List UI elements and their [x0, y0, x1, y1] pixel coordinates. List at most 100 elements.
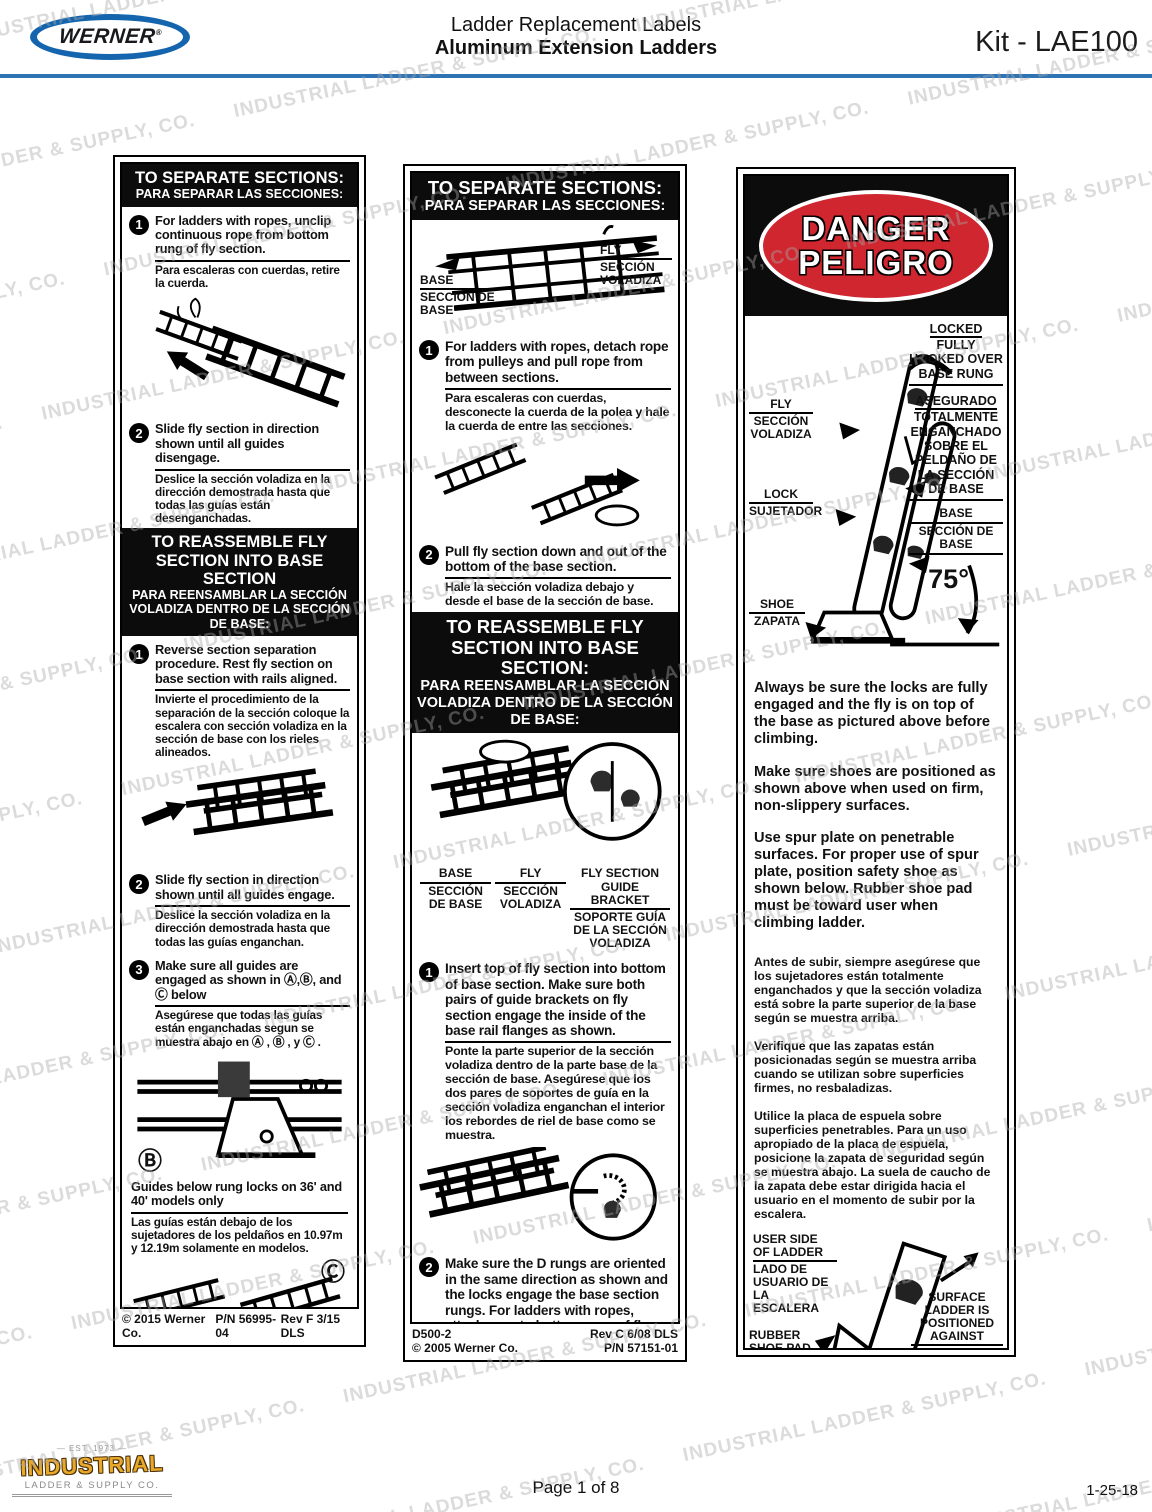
- step-item: 3 Make sure all guides are engaged as sh…: [129, 957, 350, 1049]
- industrial-ladder-logo: — EST. 1973 — INDUSTRIAL LADDER & SUPPLY…: [12, 1444, 172, 1497]
- guides-detail-illustration: Ⓒ: [128, 1261, 351, 1307]
- user-side-label-en: USER SIDE OF LADDER: [753, 1232, 837, 1262]
- step-text-en: For ladders with ropes, unclip continuou…: [155, 212, 332, 257]
- base-label: BASE SECCIÓN DE BASE: [420, 867, 492, 950]
- guides-note: Guides below rung locks on 36' and 40' m…: [131, 1178, 348, 1256]
- fly-label: FLY SECCIÓN VOLADIZA: [495, 867, 567, 950]
- step-item: 2 Slide fly section in direction shown u…: [129, 421, 350, 526]
- guide-bracket-label-en: FLY SECTION GUIDE BRACKET: [570, 867, 670, 910]
- locked-label: LOCKED FULLY HOOKED OVER BASE RUNG: [909, 320, 1003, 387]
- label2-revision: Rev C 6/08 DLS: [589, 1327, 678, 1341]
- label2-copyright: © 2005 Werner Co.: [412, 1341, 518, 1355]
- step-item: 2 Make sure the D rungs are oriented in …: [419, 1256, 671, 1322]
- guides-note-es: Las guías están debajo de los sujetadore…: [131, 1211, 348, 1256]
- label-separate-reassemble-56995: TO SEPARATE SECTIONS: PARA SEPARAR LAS S…: [113, 155, 366, 1347]
- step-number: 2: [129, 874, 149, 895]
- label1-separate-header-es: PARA SEPARAR LAS SECCIONES:: [135, 187, 344, 202]
- title-line2: Aluminum Extension Ladders: [434, 37, 718, 59]
- logo-ladder-supply-text: LADDER & SUPPLY CO.: [12, 1480, 172, 1497]
- label2-body: TO SEPARATE SECTIONS: PARA SEPARAR LAS S…: [410, 171, 680, 1324]
- label1-separate-header-en: TO SEPARATE SECTIONS:: [134, 169, 345, 187]
- step-text-en: Slide fly section in direction shown unt…: [155, 421, 319, 466]
- asegurado-label: ASEGURADO TOTALMENTE ENGANCHADO SOBRE EL…: [909, 392, 1003, 502]
- fly-label-en: FLY: [600, 243, 672, 261]
- base-label: BASE SECCIÓN DE BASE: [909, 507, 1003, 555]
- base-label: BASE SECCIÓN DE BASE: [420, 273, 512, 318]
- werner-logo: WERNER®: [30, 14, 190, 60]
- danger-word-es: PELIGRO: [798, 244, 954, 281]
- step-number: 1: [419, 340, 439, 361]
- surface-label-en: SURFACE LADDER IS POSITIONED AGAINST: [911, 1290, 1003, 1347]
- kit-number: Kit - LAE100: [975, 26, 1138, 58]
- shoe-position-diagram: USER SIDE OF LADDER LADO DE USUARIO DE L…: [749, 1232, 1003, 1348]
- label3-body: DANGER PELIGRO: [743, 174, 1009, 1350]
- step-text-es: Deslice la sección voladiza en la direcc…: [155, 905, 350, 949]
- step-text-es: Para escaleras con cuerdas, retire la cu…: [155, 259, 350, 290]
- step-item: 1 For ladders with ropes, detach rope fr…: [419, 339, 671, 434]
- step-text-es: Asegúrese que todas las guías están enga…: [155, 1005, 350, 1049]
- date-stamp: 1-25-18: [1086, 1482, 1138, 1499]
- warning-paragraph-en: Always be sure the locks are fully engag…: [754, 680, 991, 747]
- insert-fly-figure-labels: BASE SECCIÓN DE BASE FLY SECCIÓN VOLADIZ…: [420, 867, 670, 950]
- page-number: Page 1 of 8: [532, 1478, 620, 1497]
- warning-paragraph-es: Verifique que las zapatas están posicion…: [754, 1039, 977, 1096]
- label2-separate-header: TO SEPARATE SECTIONS: PARA SEPARAR LAS S…: [412, 173, 678, 221]
- step-text-en: Insert top of fly section into bottom of…: [445, 961, 666, 1038]
- step-item: 1 Reverse section separation procedure. …: [129, 642, 350, 759]
- fly-label-en: FLY: [495, 867, 567, 884]
- label2-reassemble-header-en: TO REASSEMBLE FLY SECTION INTO BASE SECT…: [446, 616, 644, 678]
- step-text-en: Make sure all guides are engaged as show…: [155, 957, 342, 1002]
- danger-oval: DANGER PELIGRO: [759, 190, 993, 302]
- label2-separate-header-es: PARA SEPARAR LAS SECCIONES:: [424, 198, 666, 215]
- page-title: Ladder Replacement Labels Aluminum Exten…: [0, 14, 1152, 60]
- step-text-es: Hale la sección voladiza debajo y desde …: [445, 577, 671, 609]
- step-text-es: Deslice la sección voladiza en la direcc…: [155, 468, 350, 526]
- label2-footer: D500-2 © 2005 Werner Co. Rev C 6/08 DLS …: [410, 1324, 680, 1355]
- asegurado-label-rest: TOTALMENTE ENGANCHADO SOBRE EL PELDAÑO D…: [909, 410, 1003, 502]
- step-number: 2: [419, 1257, 439, 1278]
- step-number: 3: [129, 959, 149, 980]
- surface-label-es: SUPERFICIE CONTRA LA CUAL SE COLOCA LA E…: [911, 1346, 1003, 1348]
- locked-label-head: LOCKED: [929, 322, 983, 338]
- step-text-es: Invierte el procedimiento de la separaci…: [155, 689, 350, 759]
- user-side-label: USER SIDE OF LADDER LADO DE USUARIO DE L…: [753, 1232, 837, 1316]
- angle-value: 75°: [928, 564, 969, 594]
- locked-label-stack: LOCKED FULLY HOOKED OVER BASE RUNG ASEGU…: [909, 320, 1003, 555]
- label2-reassemble-header: TO REASSEMBLE FLY SECTION INTO BASE SECT…: [412, 612, 678, 734]
- shoe-label-es: ZAPATA: [754, 614, 800, 629]
- label1-reassemble-header: TO REASSEMBLE FLY SECTION INTO BASE SECT…: [122, 528, 357, 636]
- locked-label-rest: FULLY HOOKED OVER BASE RUNG: [909, 338, 1003, 387]
- step-text-en: Make sure the D rungs are oriented in th…: [445, 1256, 668, 1322]
- locked-ladder-diagram: FLY SECCIÓN VOLADIZA LOCK SUJETADOR SHOE…: [749, 320, 1003, 668]
- warning-paragraph-es: Utilice la placa de espuela sobre superf…: [754, 1109, 991, 1222]
- label1-copyright: © 2015 Werner Co.: [122, 1312, 206, 1340]
- label-danger-57752: DANGER PELIGRO: [736, 167, 1016, 1357]
- base-label-es: SECCIÓN DE BASE: [909, 524, 1003, 555]
- flat-ladder-illustration: BASE SECCIÓN DE BASE FLY SECCIÓN VOLADIZ…: [418, 222, 672, 330]
- label1-revision: Rev F 3/15 DLS: [280, 1312, 340, 1340]
- step-number: 2: [129, 423, 149, 444]
- guides-note-en: Guides below rung locks on 36' and 40' m…: [131, 1178, 342, 1209]
- insert-fly-illustration: [418, 735, 672, 863]
- step-text-es: Ponte la parte superior de la sección vo…: [445, 1041, 671, 1142]
- rubber-shoe-pad-label: RUBBER SHOE PAD SUELA DE CAUCHO DE LA ZA…: [749, 1328, 819, 1348]
- step-text-es: Para escaleras con cuerdas, desconecte l…: [445, 388, 671, 434]
- step-text-en: Reverse section separation procedure. Re…: [155, 642, 338, 686]
- ladder-reassembly-illustration: [128, 764, 351, 864]
- shoe-label-en: SHOE: [749, 597, 805, 615]
- label-d500-57151: TO SEPARATE SECTIONS: PARA SEPARAR LAS S…: [403, 164, 687, 1362]
- step-number: 2: [419, 544, 439, 565]
- fly-label-en: FLY: [749, 397, 813, 415]
- label2-part-number: P/N 57151-01: [603, 1341, 678, 1355]
- rubber-shoe-pad-label-en: RUBBER SHOE PAD: [749, 1328, 819, 1348]
- label1-reassemble-header-es: PARA REENSAMBLAR LA SECCIÓN VOLADIZA DEN…: [129, 587, 350, 631]
- step-item: 2 Pull fly section down and out of the b…: [419, 544, 671, 610]
- ladder-separation-illustration: [128, 295, 351, 413]
- danger-header: DANGER PELIGRO: [745, 176, 1007, 316]
- label2-doc-number: D500-2: [412, 1327, 452, 1341]
- label2-reassemble-header-es: PARA REENSAMBLAR LA SECCIÓN VOLADIZA DEN…: [417, 678, 673, 728]
- warning-paragraph-en: Use spur plate on penetrable surfaces. F…: [754, 830, 979, 932]
- fly-label-es: SECCIÓN VOLADIZA: [600, 260, 662, 288]
- user-side-label-es: LADO DE USUARIO DE LA ESCALERA: [753, 1261, 829, 1316]
